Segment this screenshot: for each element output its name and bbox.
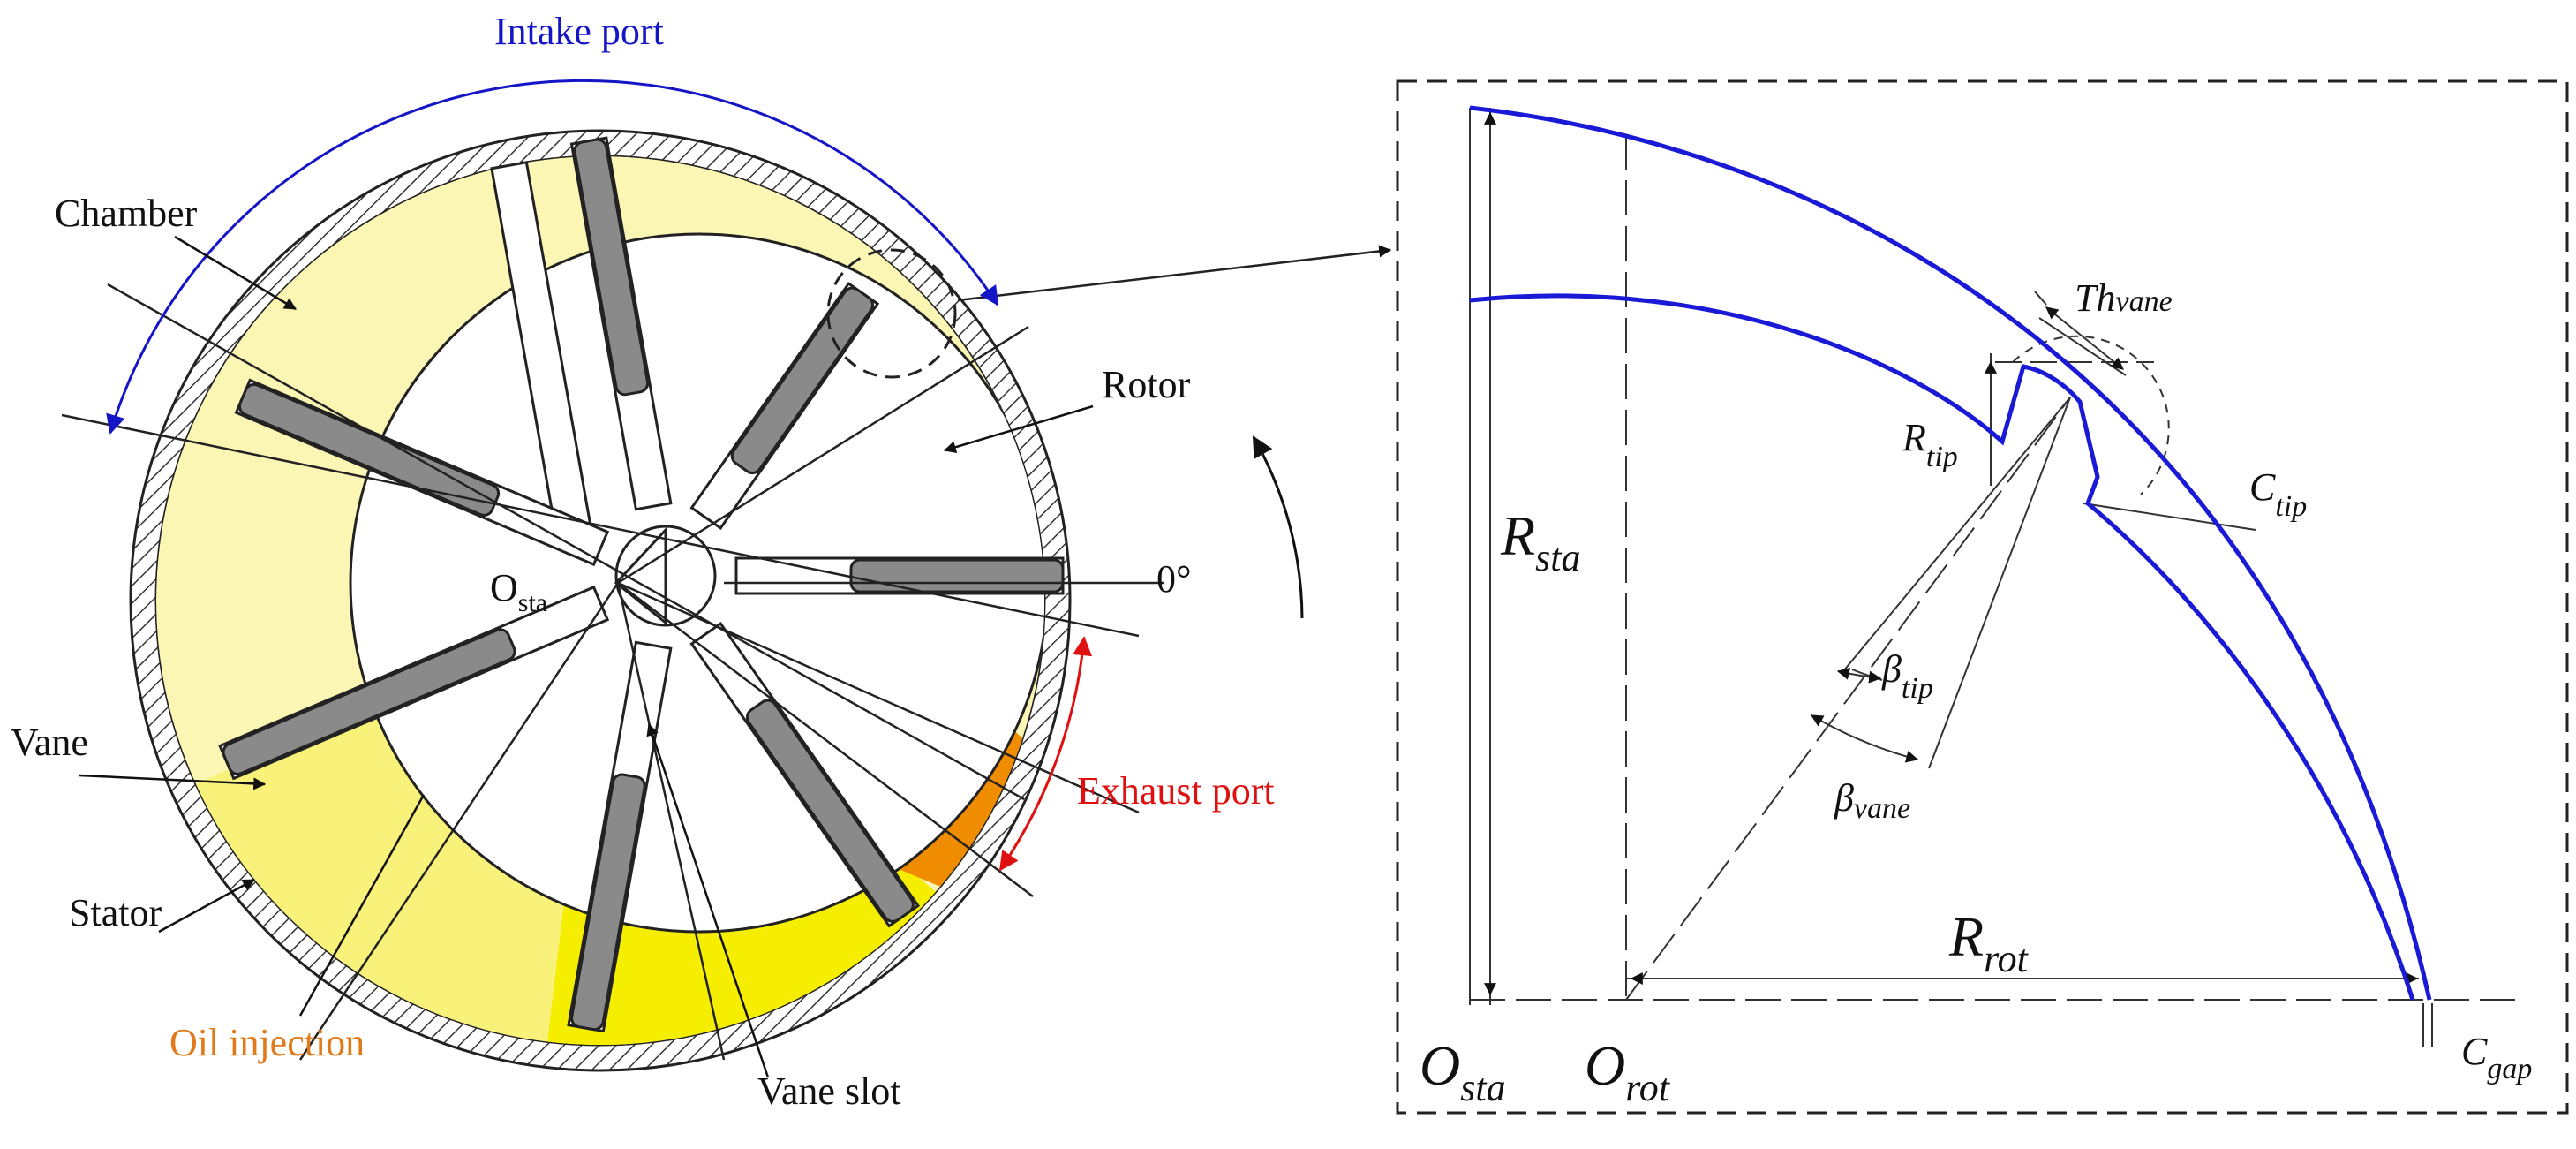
th-vane-label: Thvane	[2075, 276, 2173, 320]
vane-profile	[1469, 105, 2432, 1001]
exhaust-arc	[998, 636, 1093, 872]
o-rot-label: Orot	[1585, 1034, 1671, 1109]
vane	[570, 773, 646, 1032]
pump-cross-section: Intake port Chamber Rotor 0° Osta Vane E…	[11, 10, 1392, 1113]
vane	[222, 628, 516, 775]
vane	[849, 558, 1065, 593]
zero-angle-label: 0°	[1156, 557, 1192, 601]
oil-injection-label: Oil injection	[169, 1021, 365, 1064]
dimension-arrows	[1484, 111, 2419, 996]
hub-wedge	[614, 526, 667, 626]
c-gap-label: Cgap	[2461, 1030, 2532, 1085]
zoom-pointer-line	[957, 245, 1392, 302]
detail-frame	[1396, 79, 2569, 1115]
beta-tip-label: βtip	[1881, 647, 1933, 705]
vane	[745, 699, 915, 923]
intake-port-label: Intake port	[494, 10, 664, 53]
o-sta-label: Osta	[490, 566, 547, 617]
stator-label: Stator	[69, 891, 162, 934]
detail-view: Thvane Rtip Ctip Rsta βtip βvane Rrot Os…	[1396, 79, 2569, 1115]
chamber-label: Chamber	[55, 192, 198, 235]
r-sta-label: Rsta	[1500, 504, 1580, 579]
exhaust-port-label: Exhaust port	[1077, 769, 1275, 813]
rotation-arrow	[1252, 435, 1304, 619]
rotor-label: Rotor	[1102, 363, 1191, 406]
r-rot-label: Rrot	[1948, 905, 2030, 980]
intake-arc	[106, 79, 999, 435]
r-tip-label: Rtip	[1902, 416, 1958, 473]
beta-vane-label: βvane	[1834, 776, 1910, 825]
vane-label: Vane	[11, 721, 88, 764]
o-sta-detail-label: Osta	[1420, 1034, 1506, 1109]
label-leaders	[79, 235, 1094, 1078]
c-tip-label: Ctip	[2249, 465, 2307, 523]
vane-slot-label: Vane slot	[757, 1070, 901, 1113]
